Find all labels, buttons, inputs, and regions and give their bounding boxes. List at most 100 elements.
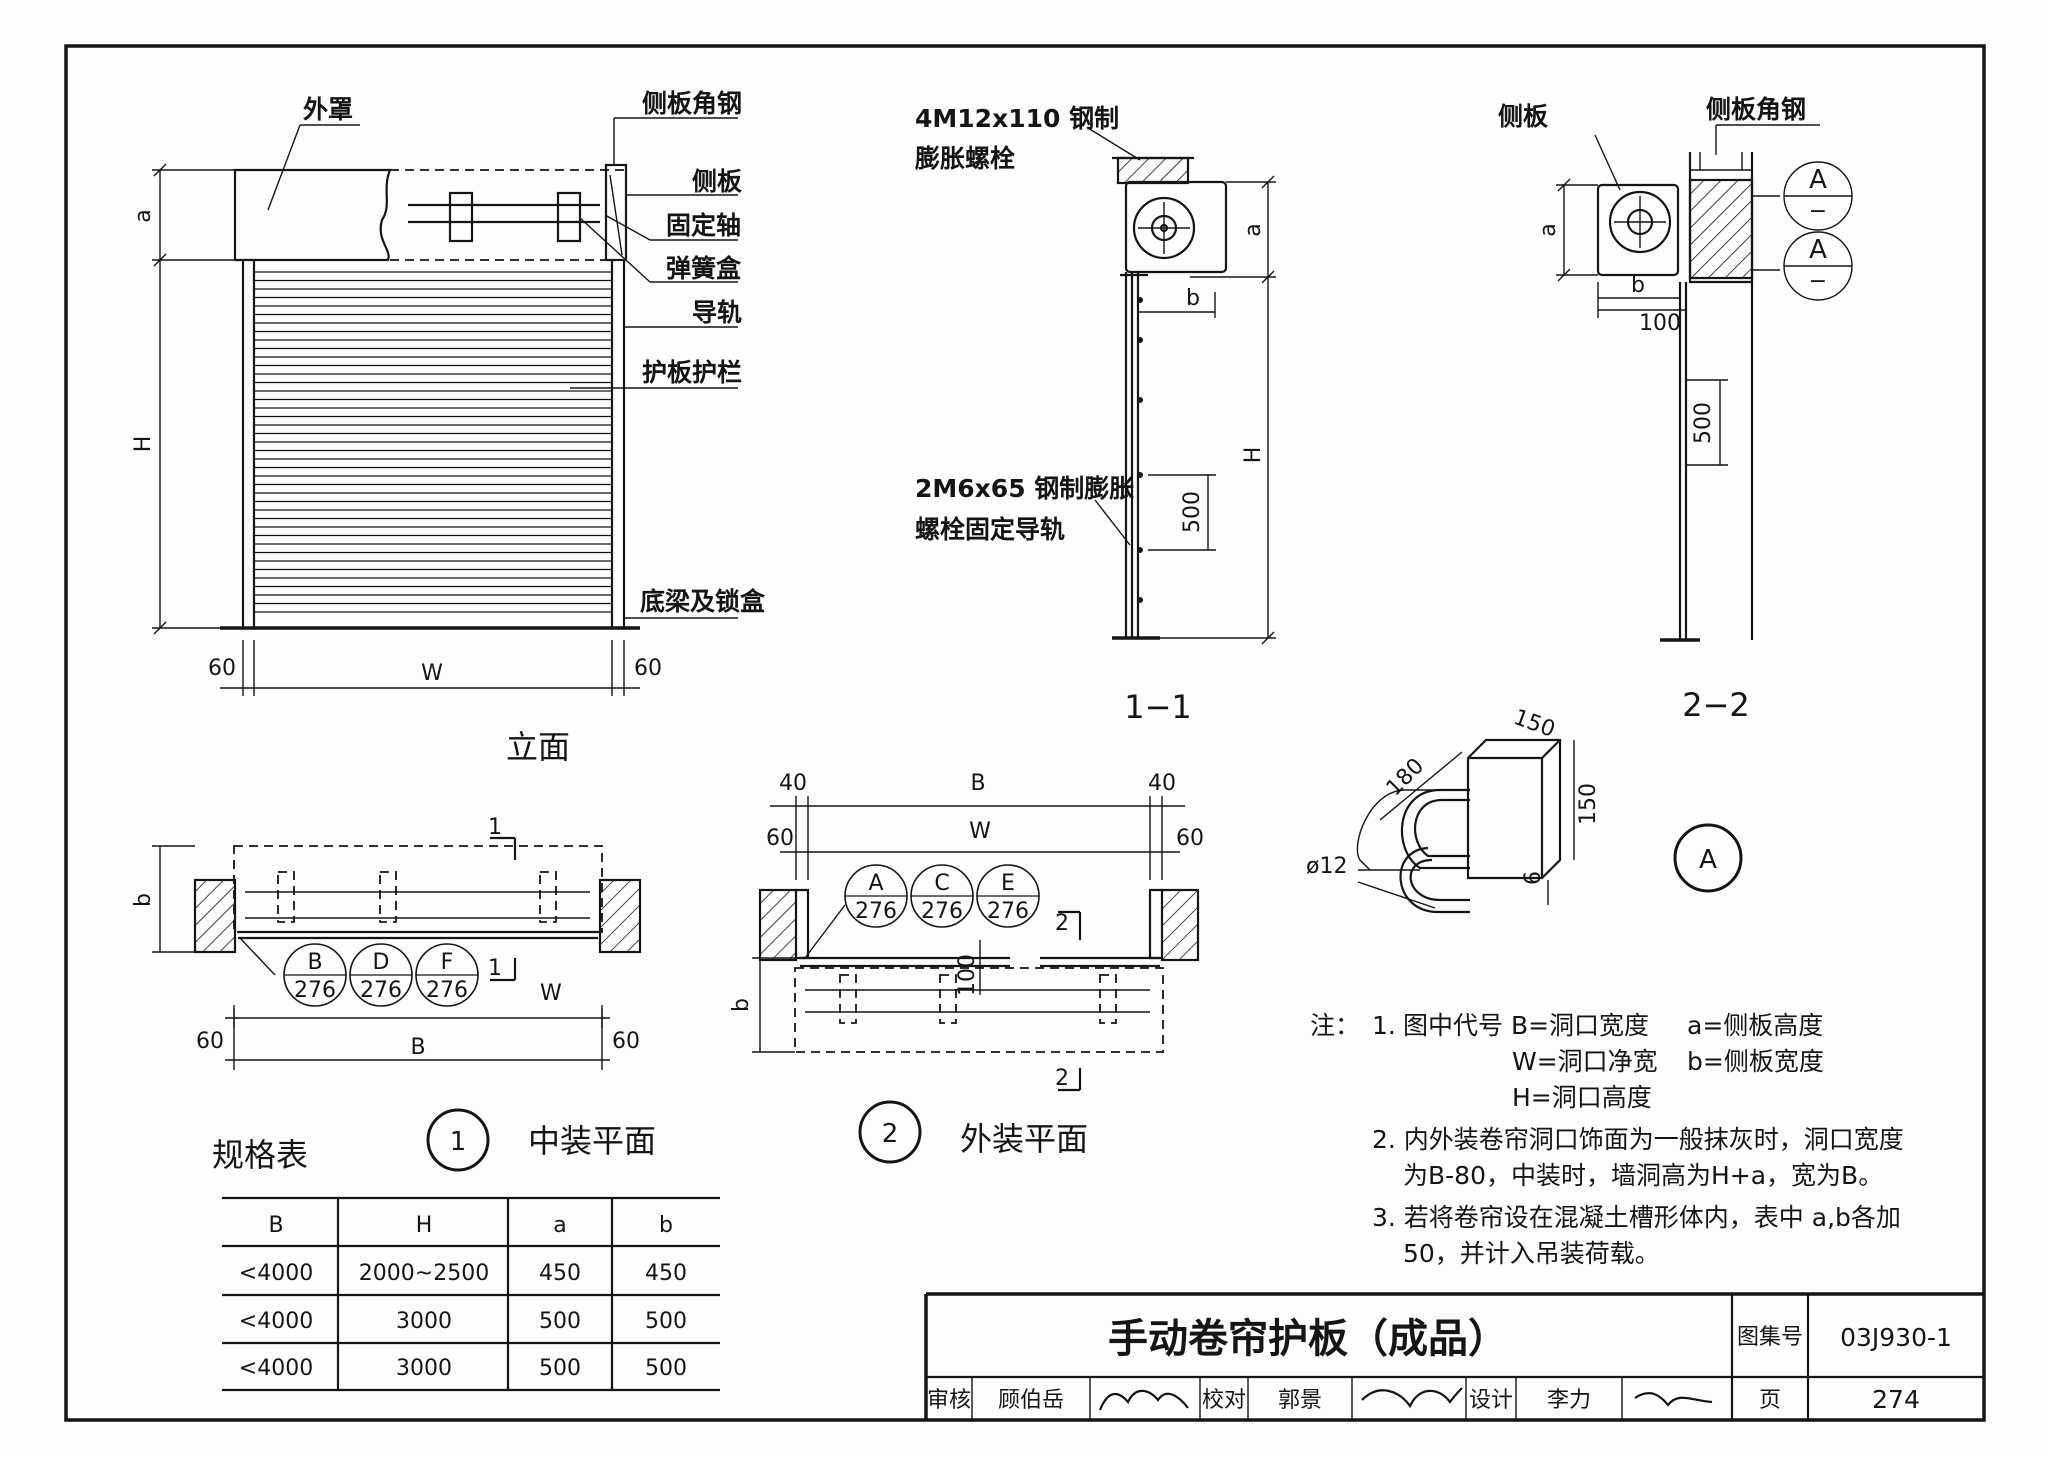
plan2-dim-l60: 60 <box>766 826 794 851</box>
check-signature <box>1361 1387 1463 1409</box>
spec-r1-c4: 450 <box>645 1261 687 1286</box>
plan1-dim-B: B <box>410 1035 425 1060</box>
plan1-title-num: 1 <box>450 1127 467 1157</box>
plan2-title-num: 2 <box>882 1119 899 1149</box>
note-3a: 3. 若将卷帘设在混凝土槽形体内，表中 a,b各加 <box>1372 1203 1901 1232</box>
plan1-dim-right: 60 <box>612 1029 640 1054</box>
note-1d: b=侧板宽度 <box>1687 1047 1824 1076</box>
plan1-circle-number: 276 <box>426 978 468 1003</box>
elev-dim-a: a <box>131 209 156 222</box>
plan1-title: 中装平面 <box>528 1122 656 1160</box>
note-2b: 为B-80，中装时，墙洞高为H+a，宽为B。 <box>1403 1161 1883 1190</box>
spec-header-a: a <box>553 1213 566 1238</box>
rail-anchor <box>1137 597 1143 603</box>
s22-callout-a1: A <box>1809 165 1827 195</box>
plan1-section-mark-bottom: 1 <box>488 956 502 981</box>
plan1-section-mark-top: 1 <box>488 815 502 840</box>
plan2-dim-b: b <box>729 998 754 1012</box>
plan2-circle-letter: C <box>934 871 949 896</box>
label-cover: 外罩 <box>303 95 353 124</box>
check-label: 校对 <box>1202 1388 1246 1413</box>
label-side-plate: 侧板 <box>692 167 742 196</box>
s11-dim-H: H <box>1241 447 1266 464</box>
spec-header-b-width: B <box>268 1213 283 1238</box>
atlas-number: 03J930-1 <box>1840 1323 1952 1352</box>
design-name: 李力 <box>1547 1388 1591 1413</box>
elevation-title: 立面 <box>506 728 570 766</box>
s22-dim-b: b <box>1631 273 1645 298</box>
spec-r3-c2: 3000 <box>396 1356 452 1381</box>
plan2-section-mark-top: 2 <box>1055 911 1069 936</box>
s11-bolt-rail-1: 2M6x65 钢制膨胀 <box>915 474 1134 503</box>
plan2-dim-r60: 60 <box>1176 826 1204 851</box>
atlas-number-label: 图集号 <box>1737 1325 1803 1350</box>
spec-r2-c1: <4000 <box>239 1309 313 1334</box>
rail-anchor <box>1137 337 1143 343</box>
rail-anchor <box>1137 472 1143 478</box>
plan1-circle-letter: F <box>441 950 454 975</box>
spec-r2-c2: 3000 <box>396 1309 452 1334</box>
s22-dim-a: a <box>1536 223 1561 236</box>
spec-r1-c1: <4000 <box>239 1261 313 1286</box>
label-rail: 导轨 <box>692 298 742 327</box>
spec-r1-c2: 2000~2500 <box>359 1261 489 1286</box>
detail-a: 150 150 180 6 ø12 A <box>1306 705 1743 914</box>
plan1-circle-letter: D <box>373 950 390 975</box>
spec-header-b: b <box>659 1213 673 1238</box>
s22-dim-500: 500 <box>1691 402 1716 444</box>
rail-anchor <box>1137 547 1143 553</box>
spec-header-h: H <box>416 1213 433 1238</box>
plan2-circle-number: 276 <box>921 899 963 924</box>
drawing-title: 手动卷帘护板（成品） <box>1108 1316 1508 1362</box>
label-shaft: 固定轴 <box>666 211 741 240</box>
note-1-num: 1. <box>1372 1011 1396 1040</box>
section-1-1-title: 1−1 <box>1124 688 1192 726</box>
section-2-2-title: 2−2 <box>1682 686 1750 724</box>
plan1-circle-number: 276 <box>360 978 402 1003</box>
title-block: 手动卷帘护板（成品） 图集号 03J930-1 审核 顾伯岳 校对 郭景 设计 … <box>924 1292 1984 1420</box>
plan2-section-mark-bottom: 2 <box>1055 1066 1069 1091</box>
review-label: 审核 <box>927 1388 971 1413</box>
label-spring-box: 弹簧盒 <box>666 254 742 283</box>
design-signature <box>1634 1392 1713 1407</box>
spec-r3-c1: <4000 <box>239 1356 313 1381</box>
note-1b: a=侧板高度 <box>1687 1011 1823 1040</box>
plan1-dim-b: b <box>131 893 156 907</box>
spec-table-caption: 规格表 <box>212 1136 308 1174</box>
detailA-dim-6: 6 <box>1521 871 1546 885</box>
s11-bolt-top-1: 4M12x110 钢制 <box>915 104 1119 133</box>
page-label: 页 <box>1759 1388 1781 1413</box>
detailA-dim-phi: ø12 <box>1306 854 1347 879</box>
plan2-circle-number: 276 <box>987 899 1029 924</box>
spec-table: 规格表 B H a b <4000 2000~2500 450 450 <400… <box>212 1136 720 1392</box>
review-name: 顾伯岳 <box>998 1388 1064 1413</box>
plan1-circle-number: 276 <box>294 978 336 1003</box>
spec-r3-c3: 500 <box>539 1356 581 1381</box>
elev-dim-W: W <box>421 661 443 686</box>
notes: 注： 1. 图中代号 B=洞口宽度 a=侧板高度 W=洞口净宽 b=侧板宽度 H… <box>1310 1011 1904 1268</box>
label-bottom-beam: 底梁及锁盒 <box>640 587 766 616</box>
plan2-title: 外装平面 <box>960 1120 1088 1158</box>
sheet-border <box>64 44 1986 1422</box>
s22-dim-100: 100 <box>1639 311 1681 336</box>
plan1-dim-left: 60 <box>196 1029 224 1054</box>
check-name: 郭景 <box>1278 1388 1322 1413</box>
s11-dim-a: a <box>1241 223 1266 236</box>
plan1-circle-letter: B <box>307 950 322 975</box>
s22-callout-a1-sub: − <box>1809 199 1827 224</box>
s11-bolt-rail-2: 螺栓固定导轨 <box>915 515 1065 544</box>
note-1c: W=洞口净宽 <box>1512 1047 1658 1076</box>
elev-dim-H: H <box>131 436 156 453</box>
rail-anchor <box>1137 297 1143 303</box>
plan2-dim-100: 100 <box>955 954 980 996</box>
note-2a: 2. 内外装卷帘洞口饰面为一般抹灰时，洞口宽度 <box>1372 1125 1904 1154</box>
section-1-1: a H b 500 4M12x110 钢制 膨胀螺栓 2M6x65 钢制膨胀 螺… <box>915 104 1276 726</box>
s22-callout-a2: A <box>1809 235 1827 265</box>
rail-anchor <box>1137 397 1143 403</box>
s22-label-side-plate: 侧板 <box>1498 102 1548 131</box>
spec-r2-c4: 500 <box>645 1309 687 1334</box>
note-1a: 图中代号 B=洞口宽度 <box>1403 1011 1649 1040</box>
review-signature <box>1098 1389 1189 1411</box>
